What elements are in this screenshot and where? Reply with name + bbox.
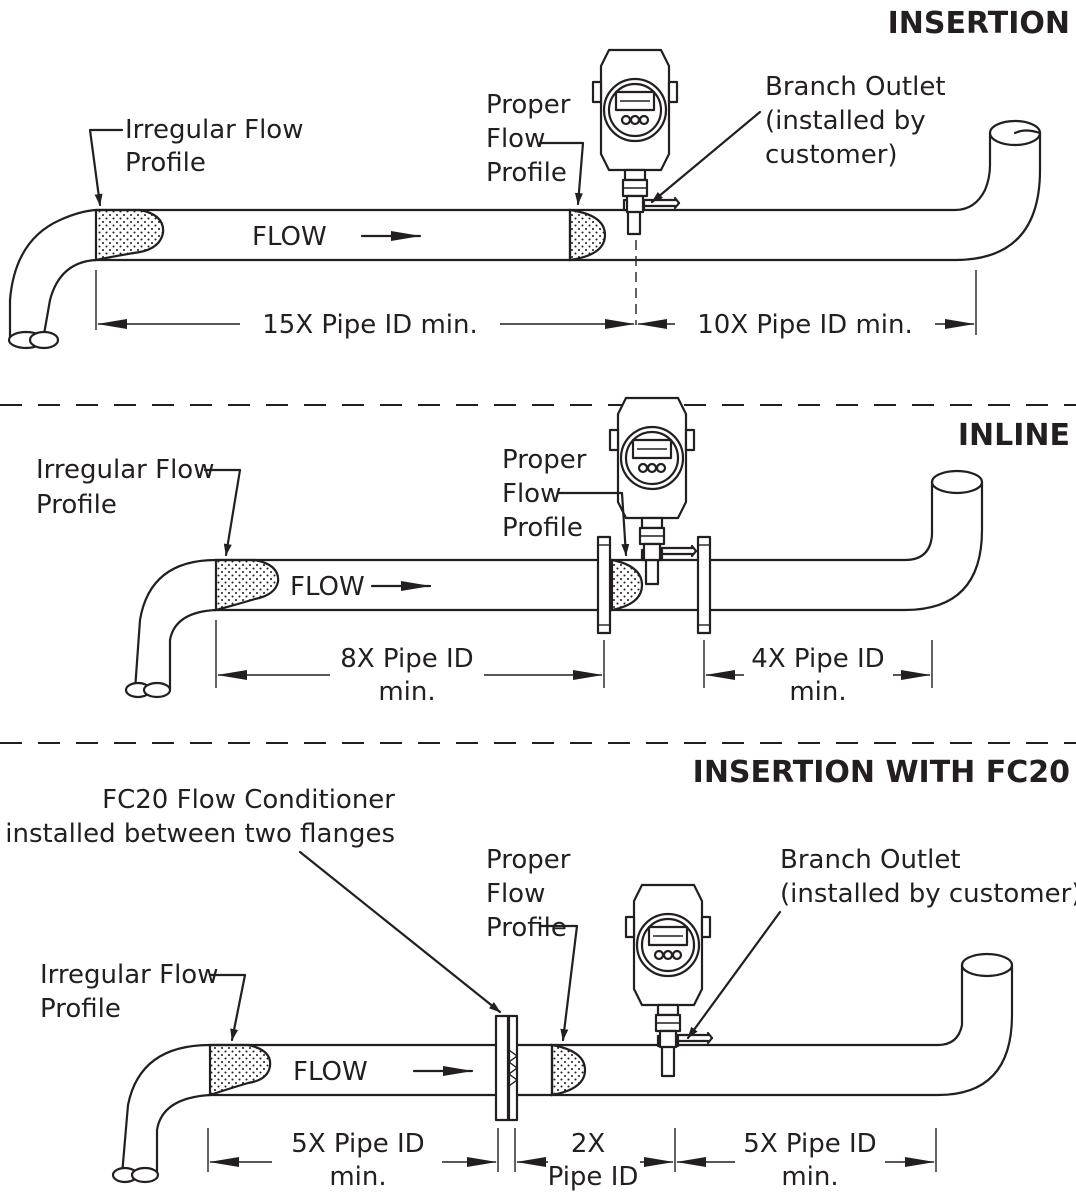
label-proper-fc20-3: Profile bbox=[486, 913, 567, 943]
meter-insertion bbox=[591, 48, 681, 214]
irregular-profile-fc20 bbox=[208, 1043, 272, 1097]
label-conditioner: FC20 Flow Conditioner bbox=[102, 785, 395, 815]
dim-upstream-fc20: 5X Pipe ID bbox=[291, 1129, 424, 1159]
label-proper-insertion-3: Profile bbox=[486, 158, 567, 188]
proper-profile-inline bbox=[610, 558, 644, 612]
dim-upstream-inline-2: min. bbox=[378, 677, 435, 707]
label-proper-inline-2: Flow bbox=[502, 479, 561, 509]
label-branch-insertion-3: customer) bbox=[765, 140, 898, 170]
dim-downstream-insertion: 10X Pipe ID min. bbox=[697, 310, 913, 340]
dim-upstream-fc20-2: min. bbox=[329, 1162, 386, 1192]
dim-downstream-inline: 4X Pipe ID bbox=[751, 644, 884, 674]
label-irregular-inline-2: Profile bbox=[36, 490, 117, 520]
label-irregular-fc20: Irregular Flow bbox=[40, 960, 218, 990]
label-proper-inline: Proper bbox=[502, 445, 587, 475]
label-branch-fc20: Branch Outlet bbox=[780, 845, 961, 875]
section-title-insertion: INSERTION bbox=[888, 6, 1070, 41]
label-proper-fc20-2: Flow bbox=[486, 879, 545, 909]
label-proper-insertion-2: Flow bbox=[486, 124, 545, 154]
section-title-fc20: INSERTION WITH FC20 bbox=[693, 755, 1070, 790]
dim-downstream-inline-2: min. bbox=[789, 677, 846, 707]
label-branch-fc20-2: (installed by customer) bbox=[780, 879, 1076, 909]
pipe-fc20 bbox=[120, 963, 1014, 1177]
dim-upstream-inline: 8X Pipe ID bbox=[340, 644, 473, 674]
section-title-inline: INLINE bbox=[958, 418, 1070, 453]
label-branch-insertion-2: (installed by bbox=[765, 106, 926, 136]
label-proper-inline-3: Profile bbox=[502, 513, 583, 543]
dim-middle-fc20: 2X bbox=[571, 1129, 605, 1159]
flow-label-inline: FLOW bbox=[290, 572, 365, 602]
label-conditioner-2: installed between two flanges bbox=[5, 819, 395, 849]
label-proper-fc20: Proper bbox=[486, 845, 571, 875]
label-irregular-insertion: Irregular Flow bbox=[125, 115, 303, 145]
label-proper-insertion: Proper bbox=[486, 90, 571, 120]
label-irregular-insertion-2: Profile bbox=[125, 148, 206, 178]
label-branch-insertion: Branch Outlet bbox=[765, 72, 946, 102]
dim-upstream-insertion: 15X Pipe ID min. bbox=[262, 310, 478, 340]
dim-downstream-fc20: 5X Pipe ID bbox=[743, 1129, 876, 1159]
section-fc20: INSERTION WITH FC20 FC20 Flow Conditione… bbox=[5, 755, 1076, 1192]
meter-inline bbox=[608, 396, 698, 562]
label-irregular-fc20-2: Profile bbox=[40, 994, 121, 1024]
dim-middle-fc20-2: Pipe ID bbox=[548, 1162, 639, 1192]
flow-label-fc20: FLOW bbox=[293, 1057, 368, 1087]
flow-label-insertion: FLOW bbox=[252, 222, 327, 252]
label-irregular-inline: Irregular Flow bbox=[36, 455, 214, 485]
irregular-profile-insertion bbox=[94, 208, 165, 262]
proper-profile-fc20 bbox=[550, 1043, 587, 1097]
fc20-conditioner bbox=[494, 1014, 510, 1122]
pipe-insertion bbox=[8, 131, 1042, 342]
dim-downstream-fc20-2: min. bbox=[781, 1162, 838, 1192]
proper-profile-insertion bbox=[568, 208, 607, 262]
irregular-profile-inline bbox=[214, 558, 280, 612]
section-insertion: INSERTION Irregular Flow Profile Proper … bbox=[7, 6, 1070, 350]
section-inline: INLINE Irregular Flow Profile Proper Flo… bbox=[36, 396, 1070, 707]
